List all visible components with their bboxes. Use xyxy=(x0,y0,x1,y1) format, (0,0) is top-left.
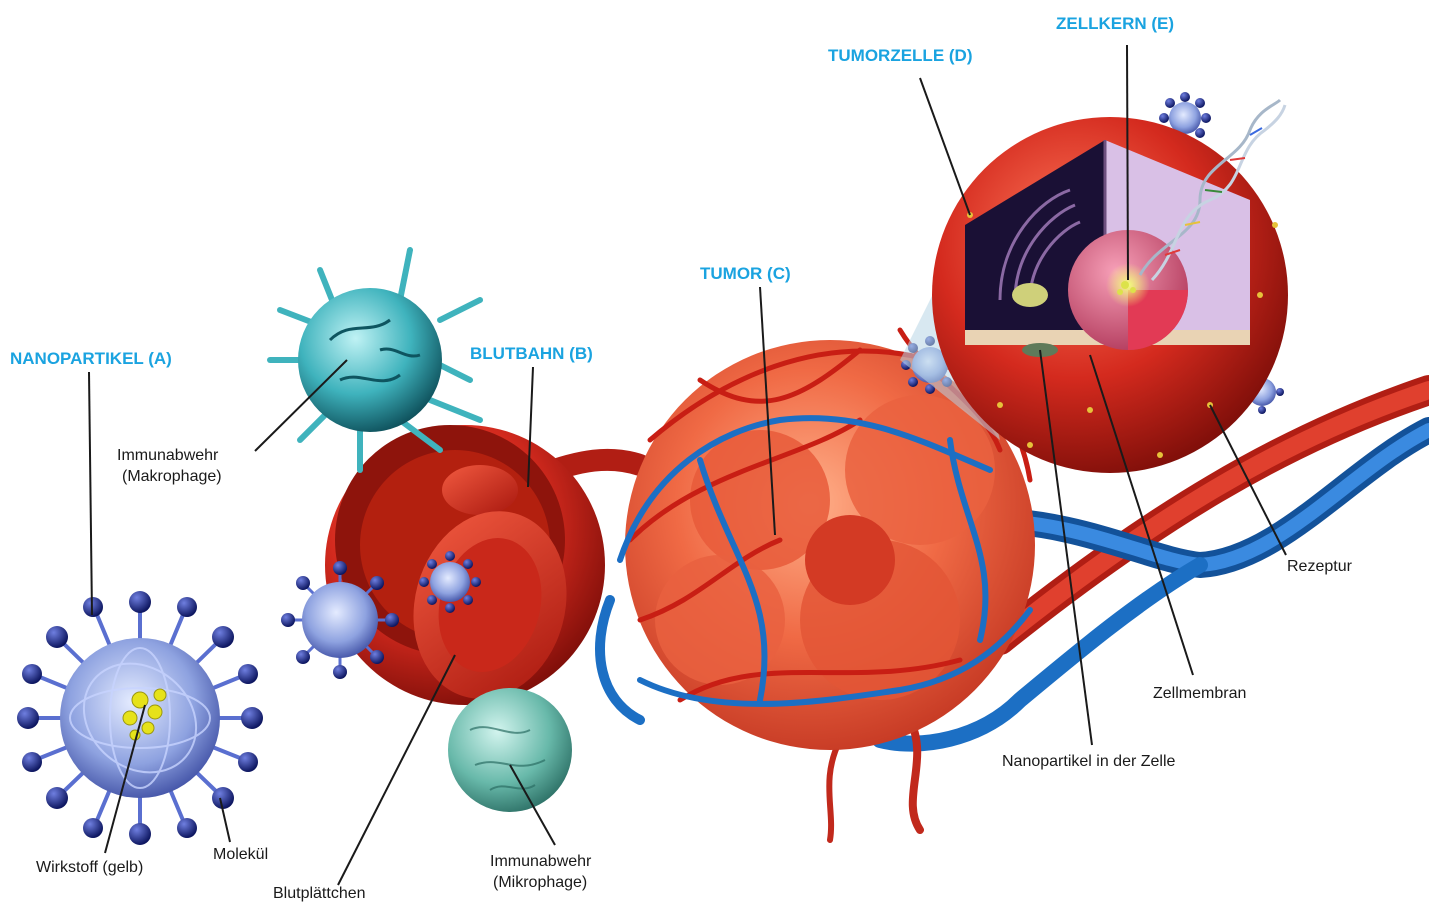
label-wirkstoff: Wirkstoff (gelb) xyxy=(36,858,143,878)
microphage-cell xyxy=(448,688,572,812)
label-mikrophage-line2: (Mikrophage) xyxy=(493,873,587,893)
label-blutplaettchen: Blutplättchen xyxy=(273,884,366,904)
heading-blutbahn: BLUTBAHN (B) xyxy=(470,344,593,364)
heading-nanopartikel: NANOPARTIKEL (A) xyxy=(10,349,172,369)
nanoparticle-large xyxy=(17,591,263,845)
heading-tumor: TUMOR (C) xyxy=(700,264,791,284)
label-makrophage-line2: (Makrophage) xyxy=(122,467,222,487)
label-nanopartikel-in-zelle: Nanopartikel in der Zelle xyxy=(1002,752,1175,772)
heading-tumorzelle: TUMORZELLE (D) xyxy=(828,46,972,66)
label-rezeptur: Rezeptur xyxy=(1287,557,1352,577)
label-makrophage-line1: Immunabwehr xyxy=(117,446,218,466)
label-zellmembran: Zellmembran xyxy=(1153,684,1246,704)
heading-zellkern: ZELLKERN (E) xyxy=(1056,14,1174,34)
label-mikrophage-line1: Immunabwehr xyxy=(490,852,591,872)
label-molekuel: Molekül xyxy=(213,845,268,865)
